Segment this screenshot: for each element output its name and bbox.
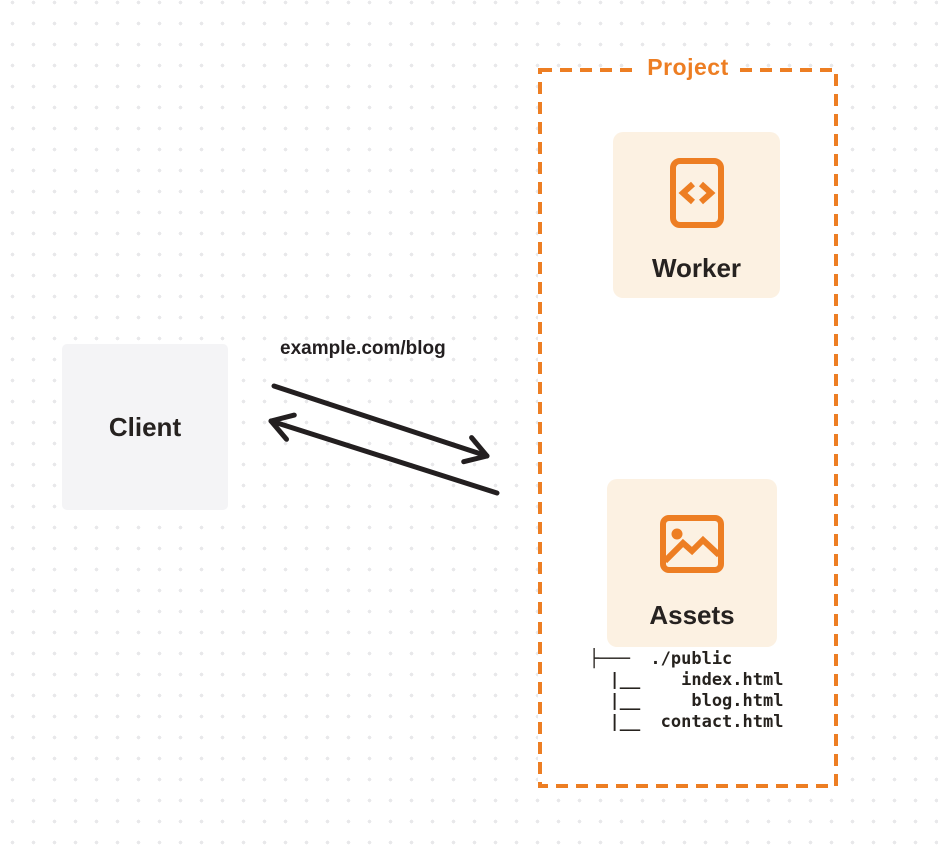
response-arrow-line xyxy=(268,418,500,496)
worker-card: Worker xyxy=(613,132,780,298)
project-box: Project Worker Assets ├─── ./public |__ … xyxy=(538,54,838,788)
assets-label: Assets xyxy=(649,600,735,630)
image-icon xyxy=(660,515,724,573)
request-arrow-head xyxy=(461,435,490,465)
assets-file-tree: ├─── ./public |__ index.html |__ blog.ht… xyxy=(589,649,784,732)
client-box: Client xyxy=(62,344,228,510)
project-label: Project xyxy=(639,54,737,81)
request-arrow-line xyxy=(271,383,490,459)
worker-label: Worker xyxy=(651,253,742,283)
code-file-icon xyxy=(669,158,724,228)
client-label: Client xyxy=(108,411,182,442)
response-arrow-head xyxy=(268,412,297,442)
request-url-label: example.com/blog xyxy=(280,338,446,359)
assets-card: Assets xyxy=(607,479,777,647)
